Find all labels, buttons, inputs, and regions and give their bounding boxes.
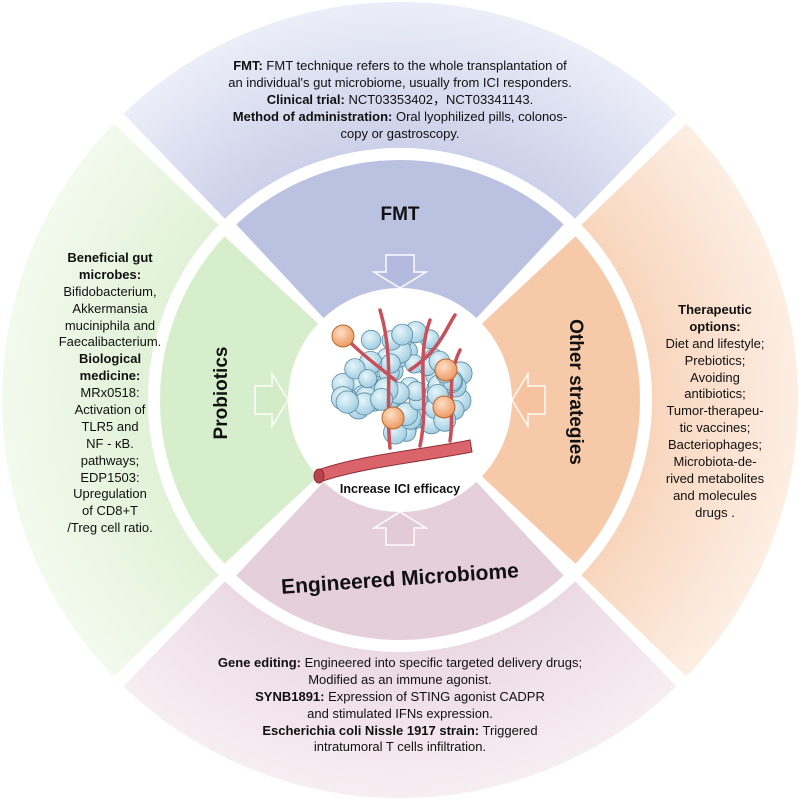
bottom-arrow-icon bbox=[371, 511, 429, 546]
top-text-line: copy or gastroscopy. bbox=[340, 125, 460, 141]
bottom-segment bbox=[123, 481, 677, 798]
right-text-line: Therapeutic bbox=[678, 302, 752, 317]
bottom-text-line: SYNB1891: Expression of STING agonist CA… bbox=[255, 688, 545, 704]
other-strategies-title: Other strategies bbox=[565, 319, 586, 465]
right-text-line: and molecules bbox=[673, 487, 757, 503]
left-text-line: MRx0518: bbox=[80, 385, 140, 401]
right-text-line: antibiotics; bbox=[684, 386, 746, 402]
left-text-line: muciniphila and bbox=[64, 317, 156, 333]
left-text-line: NF - κB. bbox=[86, 435, 134, 451]
bottom-text-line: Gene editing: Engineered into specific t… bbox=[217, 655, 583, 670]
right-text-line: Avoiding bbox=[690, 369, 740, 385]
left-text-line: EDP1503: bbox=[80, 469, 140, 485]
right-text-line: Prebiotics; bbox=[684, 352, 746, 368]
left-text-line: Activation of bbox=[74, 402, 146, 418]
left-segment bbox=[1, 123, 319, 677]
right-text-line: Tumor-therapeu- bbox=[666, 403, 764, 419]
left-text-line: Faecalibacterium. bbox=[58, 334, 162, 350]
probiotics-title: Probiotics bbox=[211, 347, 232, 440]
top-text-line: Clinical trial: NCT03353402，NCT03341143. bbox=[266, 91, 534, 107]
right-text-line: tic vaccines; bbox=[679, 420, 751, 436]
right-text-line: options: bbox=[689, 318, 741, 334]
left-text-line: Upregulation bbox=[73, 486, 147, 502]
right-text-line: drugs . bbox=[695, 504, 735, 520]
left-text-line: Beneficial gut bbox=[67, 250, 153, 265]
engineered-microbiome-description: Gene editing: Engineered into specific t… bbox=[150, 655, 650, 756]
left-text-line: medicine: bbox=[79, 368, 141, 384]
left-text-line: TLR5 and bbox=[81, 418, 139, 434]
left-text-line: Akkermansia bbox=[72, 300, 148, 316]
left-text-line: Bifidobacterium, bbox=[63, 283, 157, 299]
bottom-text-line: Modified as an immune agonist. bbox=[308, 671, 492, 687]
bottom-text-line: and stimulated IFNs expression. bbox=[307, 705, 493, 721]
left-text-line: microbes: bbox=[78, 266, 142, 282]
left-text-line: of CD8+T bbox=[82, 503, 138, 519]
tumor-illustration bbox=[292, 292, 508, 508]
bottom-text-line: intratumoral T cells infiltration. bbox=[313, 739, 487, 755]
right-segment bbox=[481, 123, 799, 677]
bottom-text-line: Escherichia coli Nissle 1917 strain: Tri… bbox=[262, 722, 538, 738]
right-text-line: Bacteriophages; bbox=[668, 437, 762, 453]
right-text-line: rived metabolites bbox=[665, 470, 765, 486]
immune-cells bbox=[331, 324, 458, 430]
right-arrow-icon bbox=[511, 371, 546, 429]
top-text-line: Method of administration: Oral lyophiliz… bbox=[232, 108, 568, 124]
left-arrow-icon bbox=[254, 371, 289, 429]
top-arrow-icon bbox=[371, 254, 429, 289]
left-text-line: pathways; bbox=[80, 452, 140, 468]
left-text-line: /Treg cell ratio. bbox=[67, 520, 153, 536]
right-text-line: Microbiota-de- bbox=[673, 454, 757, 470]
fmt-description: FMT: FMT technique refers to the whole t… bbox=[170, 58, 630, 142]
center-label: Increase ICI efficacy bbox=[339, 482, 461, 496]
left-text-line: Biological bbox=[78, 351, 142, 367]
fmt-title: FMT bbox=[380, 204, 419, 225]
blood-vessel bbox=[313, 308, 473, 484]
right-text-line: Diet and lifestyle; bbox=[665, 335, 765, 351]
top-text-line: FMT: FMT technique refers to the whole t… bbox=[233, 58, 567, 73]
top-segment bbox=[123, 1, 677, 319]
top-text-line: an individual's gut microbiome, usually … bbox=[228, 74, 572, 90]
